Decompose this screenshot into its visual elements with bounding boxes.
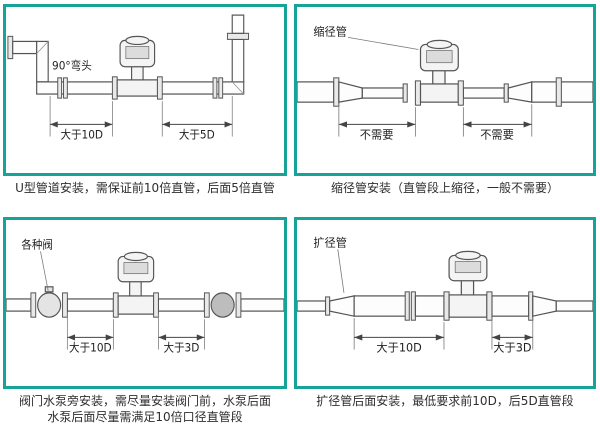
transmitter-display xyxy=(123,261,149,274)
dimension-label: 大于10D xyxy=(60,127,103,141)
expander-label: 扩径管 xyxy=(313,235,347,249)
elbow-label: 90°弯头 xyxy=(52,58,92,72)
pipe-run xyxy=(297,77,593,107)
pipe-run xyxy=(297,290,593,321)
caption-valve-line1: 阀门水泵旁安装，需尽量安装阀门前，水泵后面 xyxy=(18,393,271,408)
diagram-box-expander: 扩径管 大于10D 大于3D xyxy=(294,216,596,389)
transmitter-display xyxy=(426,50,453,64)
caption-expander: 扩径管后面安装，最低要求前10D，后5D直管段 xyxy=(316,393,574,408)
dimension-right: 不需要 xyxy=(462,104,533,142)
valve-label: 各种阀 xyxy=(21,237,53,251)
pipe-run xyxy=(6,297,284,312)
reducer-left xyxy=(338,81,363,103)
dimension-right: 大于5D xyxy=(161,96,233,142)
part-label-group: 缩径管 xyxy=(313,24,419,50)
expander-diagram: 扩径管 大于10D 大于3D xyxy=(297,235,593,354)
dimension-right: 大于3D xyxy=(158,312,205,354)
valve-diagram: 各种阀 大于10D 大于3D xyxy=(6,237,284,354)
leader-line xyxy=(40,250,49,291)
flowmeter xyxy=(414,39,464,106)
leader-line xyxy=(337,248,345,293)
reducer-right xyxy=(532,294,557,317)
dimension-right: 大于3D xyxy=(491,317,534,354)
dimension-label: 大于3D xyxy=(493,340,531,354)
caption-valve-line2: 水泵后面尽量需满足10倍口径直管段 xyxy=(47,409,243,424)
transmitter-cap xyxy=(123,251,148,261)
flowmeter xyxy=(111,35,163,100)
dimension-left: 不需要 xyxy=(338,104,416,142)
caption-u-pipe: U型管道安装，需保证前10倍直管，后面5倍直管 xyxy=(15,181,275,195)
dimension-label: 不需要 xyxy=(480,129,514,142)
flowmeter xyxy=(112,251,159,318)
diagram-box-u-pipe: 90°弯头 大于10D 大于5D xyxy=(3,4,287,176)
dimension-label: 大于3D xyxy=(163,340,199,354)
leader-line xyxy=(347,36,419,50)
transmitter-cap xyxy=(426,39,453,50)
reducer-label: 缩径管 xyxy=(313,24,347,38)
part-label-group: 扩径管 xyxy=(313,235,347,293)
panel-expander: 扩径管 大于10D 大于3D xyxy=(294,216,596,426)
panel-valve-pump: 各种阀 大于10D 大于3D xyxy=(3,216,287,426)
flowmeter xyxy=(443,250,493,321)
expander-left xyxy=(329,294,355,317)
dimension-label: 大于10D xyxy=(376,340,421,354)
right-elbow-pipe xyxy=(226,14,250,95)
reducer-diagram: 缩径管 不需要 不需要 xyxy=(297,24,593,142)
diagram-box-reducer: 缩径管 不需要 不需要 xyxy=(294,4,596,176)
panel-u-pipe: 90°弯头 大于10D 大于5D U xyxy=(3,4,287,197)
reducer-right xyxy=(507,81,533,103)
valve-left xyxy=(30,285,68,318)
left-elbow-pipe xyxy=(7,35,49,83)
dimension-label: 大于5D xyxy=(179,127,215,141)
transmitter-cap xyxy=(125,35,150,46)
transmitter-cap xyxy=(455,250,481,260)
panel-reducer: 缩径管 不需要 不需要 xyxy=(294,4,596,197)
u-pipe-diagram: 90°弯头 大于10D 大于5D xyxy=(7,14,250,142)
dimension-left: 大于10D xyxy=(66,312,114,354)
caption-reducer: 缩径管安装（直管段上缩径，一般不需要） xyxy=(330,181,559,195)
transmitter-display xyxy=(454,260,482,273)
transmitter-display xyxy=(125,46,150,60)
dimension-left: 大于10D xyxy=(353,317,445,354)
dimension-left: 大于10D xyxy=(49,96,113,142)
valve-stem xyxy=(44,285,54,292)
valve-right xyxy=(203,291,242,318)
diagram-box-valve: 各种阀 大于10D 大于3D xyxy=(3,216,287,389)
dimension-label: 不需要 xyxy=(360,129,394,142)
part-label-group: 各种阀 xyxy=(21,237,53,291)
dimension-label: 大于10D xyxy=(69,340,112,354)
